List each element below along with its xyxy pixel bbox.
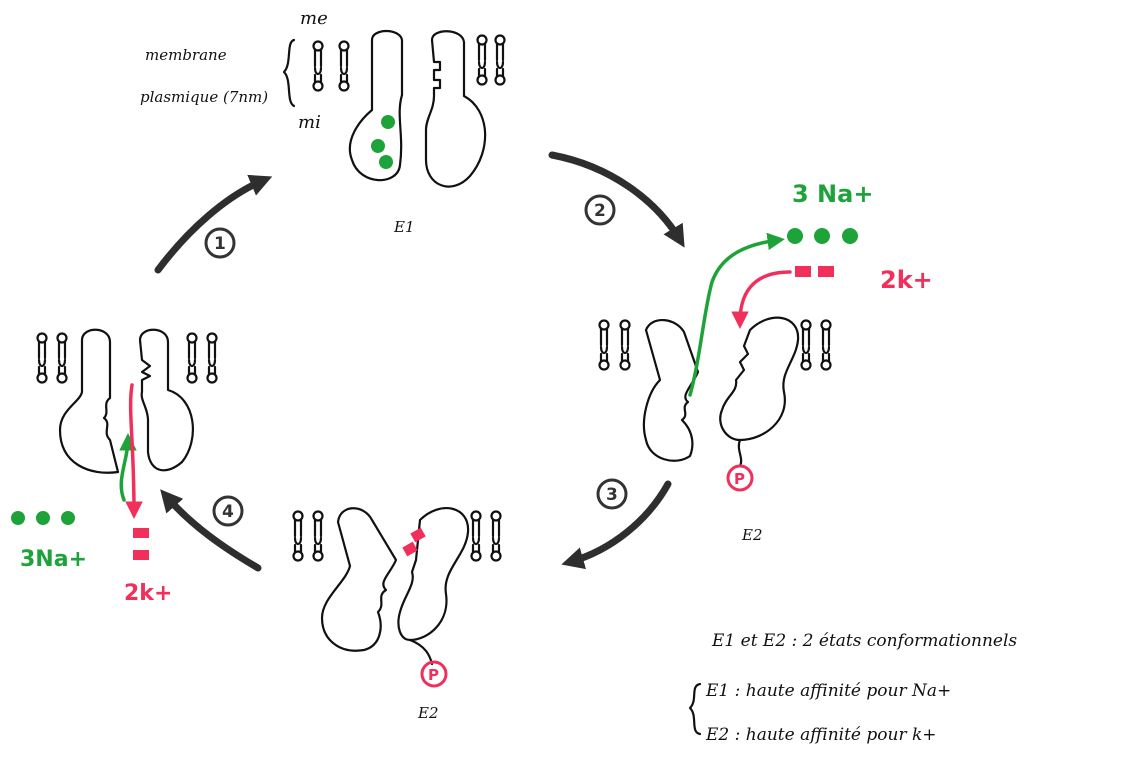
cycle-arrows: 1 2 3 4 [154, 151, 685, 572]
pump-left-subunit [58, 328, 120, 474]
pump-right-subunit [424, 30, 487, 188]
step4-circle [212, 495, 244, 527]
sodium-ion-icon [814, 228, 830, 244]
sodium-ion-icon [379, 155, 393, 169]
lipid-icon [800, 319, 812, 371]
potassium-ion-icon [402, 541, 418, 557]
step1-arrow [154, 174, 273, 274]
lipid-icon [312, 40, 324, 92]
state-e1-top: me membrane plasmique (7nm) mi E1 [140, 8, 506, 236]
pump-right-subunit [397, 507, 470, 642]
state-e2-right: P E2 3 Na+ 2k+ [598, 180, 933, 544]
lipid-icon [36, 332, 48, 384]
lipid-icon [186, 332, 198, 384]
potassium-influx-arrow [731, 270, 792, 329]
lipid-icon [619, 319, 631, 371]
legend-line3: E2 : haute affinité pour k+ [705, 725, 937, 745]
sodium-ion-icon [842, 228, 858, 244]
potassium-ion-icon [795, 266, 811, 277]
sodium-ion-icon [61, 511, 75, 525]
phosphate-symbol: P [734, 470, 745, 488]
step3-circle [596, 478, 628, 510]
step4-label: 4 [222, 502, 234, 522]
step2-label: 2 [594, 201, 606, 221]
lipid-icon [598, 319, 610, 371]
legend: E1 et E2 : 2 états conformationnels E1 :… [688, 631, 1017, 745]
sodium-label-left: 3Na+ [20, 547, 87, 572]
lipid-icon [206, 332, 218, 384]
membrane-brace [282, 38, 296, 108]
phosphate-icon [420, 660, 448, 688]
outer-membrane-label: me [300, 8, 328, 29]
pump-right-subunit [719, 316, 800, 442]
step3-label: 3 [606, 485, 618, 505]
phosphate-linker [737, 438, 743, 468]
phosphate-linker [408, 638, 434, 666]
sodium-label-right: 3 Na+ [792, 180, 873, 208]
lipid-icon [490, 510, 502, 562]
step4-arrow [160, 489, 262, 572]
sodium-ion-icon [787, 228, 803, 244]
pump-right-subunit [138, 328, 195, 472]
inner-membrane-label: mi [298, 112, 321, 133]
state-left: 3Na+ 2k+ [11, 328, 218, 606]
potassium-ion-icon [133, 550, 149, 560]
potassium-ion-icon [818, 266, 834, 277]
legend-brace [688, 682, 702, 736]
membrane-label-line1: membrane [145, 46, 227, 64]
step2-circle [584, 194, 616, 226]
potassium-efflux-arrow [125, 383, 143, 519]
phosphate-icon [726, 464, 754, 492]
state-label-e1: E1 [393, 218, 415, 236]
pump-left-subunit [348, 29, 404, 182]
legend-line1: E1 et E2 : 2 états conformationnels [711, 631, 1017, 651]
sodium-ion-icon [11, 511, 25, 525]
step1-label: 1 [214, 234, 226, 254]
step2-arrow [548, 151, 685, 248]
sodium-ion-icon [381, 115, 395, 129]
lipid-icon [820, 319, 832, 371]
pump-left-subunit [642, 319, 700, 462]
state-label-e2-bottom: E2 [417, 704, 439, 722]
lipid-icon [476, 34, 488, 86]
potassium-ion-icon [133, 528, 149, 538]
lipid-icon [470, 510, 482, 562]
sodium-influx-arrow [119, 433, 137, 502]
step3-arrow [561, 480, 672, 570]
lipid-icon [292, 510, 304, 562]
pump-left-subunit [320, 507, 398, 652]
lipid-icon [338, 40, 350, 92]
lipid-icon [56, 332, 68, 384]
lipid-icon [494, 34, 506, 86]
lipid-icon [312, 510, 324, 562]
potassium-label-left: 2k+ [124, 581, 172, 606]
legend-line2: E1 : haute affinité pour Na+ [705, 681, 951, 701]
potassium-label-right: 2k+ [880, 266, 933, 294]
sodium-ion-icon [36, 511, 50, 525]
membrane-label-line2: plasmique (7nm) [140, 88, 268, 106]
step1-circle [204, 227, 236, 259]
sodium-efflux-arrow [688, 232, 785, 397]
sodium-ion-icon [371, 139, 385, 153]
phosphate-symbol: P [428, 666, 439, 684]
state-e2-bottom: P E2 [292, 507, 502, 722]
state-label-e2-right: E2 [741, 526, 763, 544]
potassium-ion-icon [410, 527, 426, 543]
